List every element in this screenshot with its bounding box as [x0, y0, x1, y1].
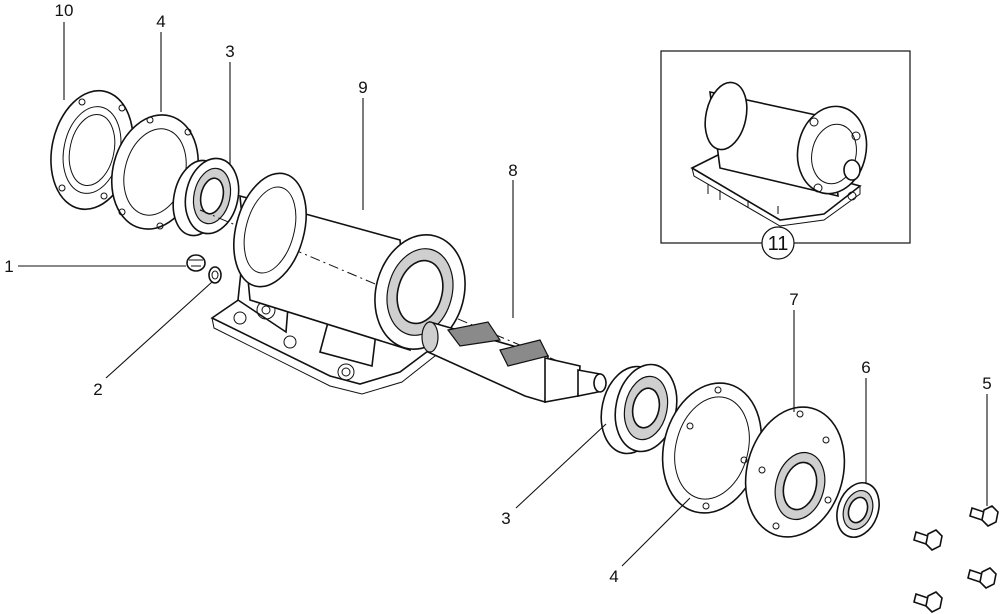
callout-4-top: 4 [156, 12, 165, 31]
bolt [913, 529, 943, 551]
callout-labels: 10 4 3 9 8 1 2 7 6 5 3 4 [4, 1, 991, 586]
part-7-end-flange [744, 406, 846, 538]
callout-7: 7 [789, 290, 798, 309]
part-6-seal [836, 482, 880, 538]
inset-callout-label: 11 [768, 233, 789, 255]
inset-assembly: 11 [660, 50, 911, 260]
bolt [967, 567, 997, 589]
callout-6: 6 [861, 358, 870, 377]
part-5-bolts [913, 505, 999, 613]
callout-4-bottom: 4 [609, 567, 618, 586]
leader-lines [18, 22, 988, 567]
callout-10: 10 [55, 1, 74, 20]
part-3-bearing-left [172, 157, 240, 237]
part-1-plug [186, 254, 206, 272]
bolt [969, 505, 999, 527]
part-3-bearing-right [600, 363, 678, 455]
part-2-washer [208, 266, 222, 284]
inset-callout-circle [761, 226, 795, 260]
callout-3-top: 3 [225, 42, 234, 61]
bolt [913, 591, 943, 613]
callout-9: 9 [358, 78, 367, 97]
part-9-housing [199, 172, 561, 395]
part-8-shaft [421, 320, 607, 404]
callout-5: 5 [982, 374, 991, 393]
callout-8: 8 [508, 161, 517, 180]
callout-2: 2 [93, 380, 102, 399]
callout-3-bottom: 3 [501, 509, 510, 528]
callout-1: 1 [4, 257, 13, 276]
assembled-unit-illustration [690, 81, 868, 227]
